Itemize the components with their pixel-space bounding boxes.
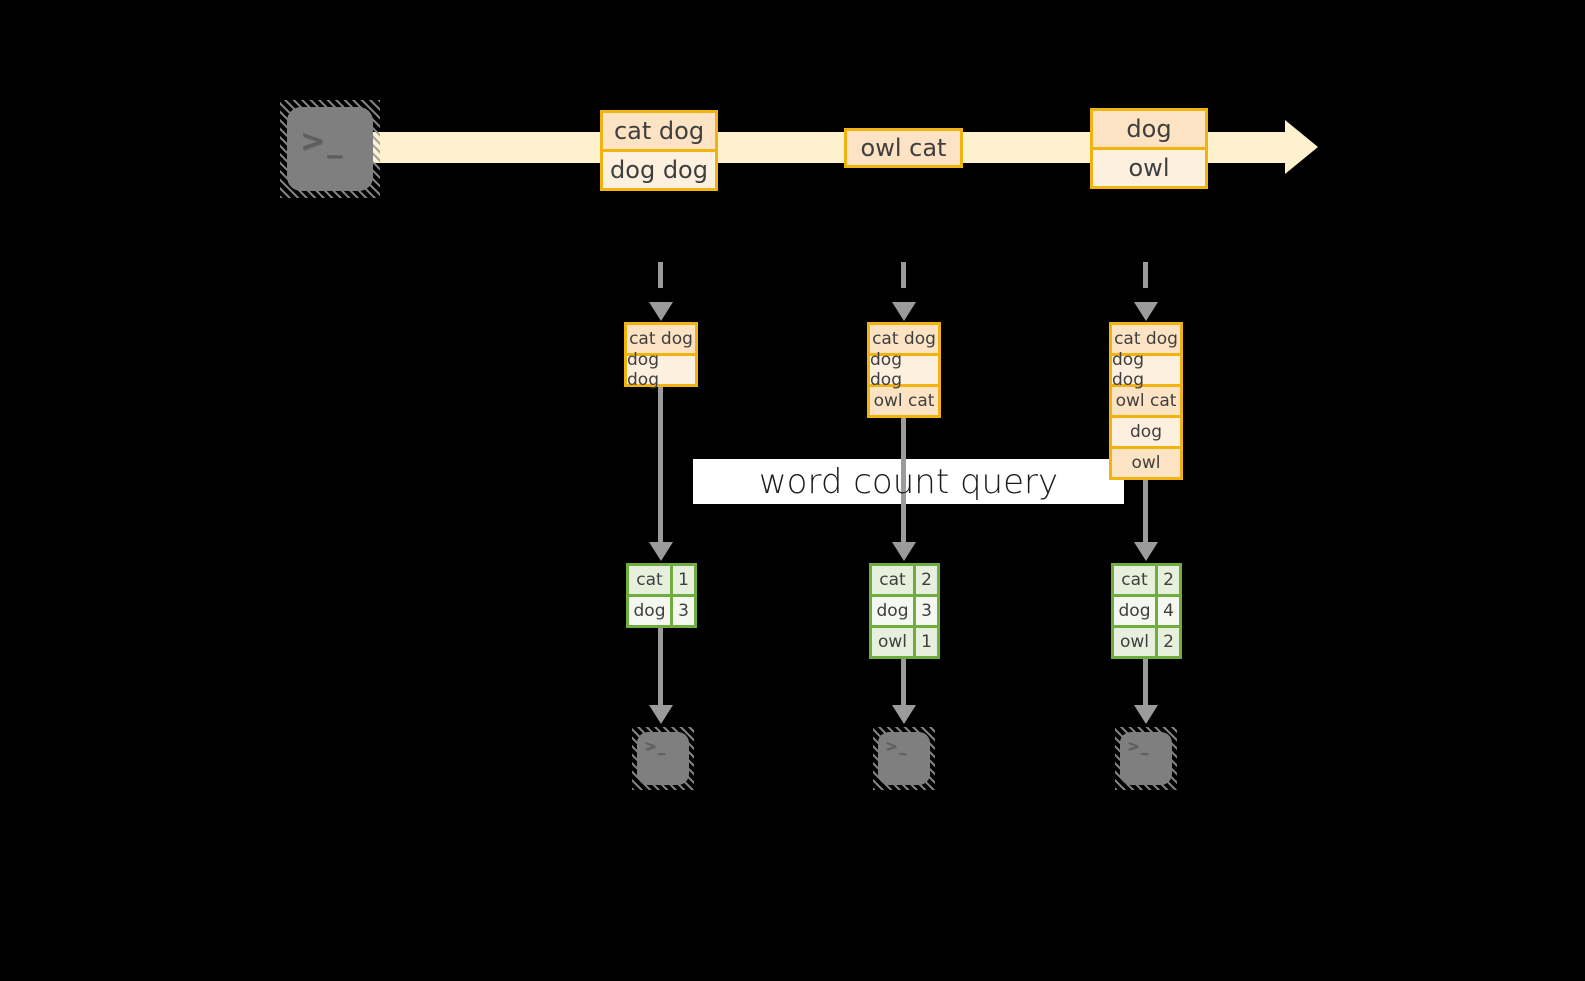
buffer-line: cat dog (1112, 325, 1180, 353)
buffer-line: owl cat (870, 384, 938, 415)
word-cell: cat (629, 566, 670, 594)
word-cell: dog (872, 597, 913, 625)
down-arrowhead-icon (1134, 705, 1158, 724)
count-cell: 3 (913, 597, 937, 625)
down-arrow-line (658, 387, 663, 543)
query-band (693, 459, 1124, 504)
dashed-arrowhead-icon (649, 302, 673, 321)
count-table-1: cat 1 dog 3 (626, 563, 697, 628)
event-line: dog dog (603, 149, 715, 188)
down-arrowhead-icon (892, 705, 916, 724)
terminal-prompt-icon: >_ (644, 737, 667, 755)
terminal-sink-icon-2: >_ (873, 727, 935, 790)
table-row: dog 4 (1114, 594, 1179, 625)
dashed-arrow-segment (1143, 262, 1148, 288)
terminal-prompt-icon: >_ (1127, 737, 1150, 755)
word-cell: cat (872, 566, 913, 594)
word-cell: dog (629, 597, 670, 625)
count-cell: 2 (913, 566, 937, 594)
stream-event-box-2: owl cat (844, 128, 963, 168)
buffer-line: dog dog (1112, 350, 1180, 390)
count-cell: 3 (670, 597, 694, 625)
count-cell: 1 (670, 566, 694, 594)
buffer-stack-2: cat dog dog dog owl cat (867, 322, 941, 418)
buffer-stack-3: cat dog dog dog owl cat dog owl (1109, 322, 1183, 480)
count-table-2: cat 2 dog 3 owl 1 (869, 563, 940, 659)
event-line: owl (1093, 147, 1205, 186)
word-cell: owl (1114, 628, 1155, 656)
down-arrow-line (1143, 659, 1148, 706)
down-arrowhead-icon (649, 542, 673, 561)
terminal-body (637, 732, 689, 785)
table-row: owl 2 (1114, 625, 1179, 656)
dashed-arrow-segment (658, 262, 663, 288)
terminal-body (287, 107, 373, 191)
count-cell: 1 (913, 628, 937, 656)
table-row: cat 2 (1114, 566, 1179, 594)
dashed-arrowhead-icon (892, 302, 916, 321)
event-line: owl cat (847, 131, 960, 165)
table-row: owl 1 (872, 625, 937, 656)
down-arrowhead-icon (1134, 542, 1158, 561)
count-cell: 4 (1155, 597, 1179, 625)
buffer-stack-1: cat dog dog dog (624, 322, 698, 390)
terminal-prompt-icon: >_ (300, 124, 345, 159)
count-cell: 2 (1155, 628, 1179, 656)
down-arrowhead-icon (892, 542, 916, 561)
table-row: cat 1 (629, 566, 694, 594)
count-table-3: cat 2 dog 4 owl 2 (1111, 563, 1182, 659)
terminal-prompt-icon: >_ (885, 737, 908, 755)
down-arrow-line (658, 628, 663, 706)
word-cell: cat (1114, 566, 1155, 594)
word-cell: owl (872, 628, 913, 656)
terminal-sink-icon-1: >_ (632, 727, 694, 790)
terminal-source-icon: >_ (280, 100, 380, 198)
query-label: word count query (758, 461, 1059, 502)
stream-arrowhead-icon (1285, 120, 1318, 174)
down-arrow-line (901, 659, 906, 706)
buffer-line: cat dog (870, 325, 938, 353)
table-row: dog 3 (872, 594, 937, 625)
event-line: dog (1093, 111, 1205, 147)
dashed-arrow-segment (901, 262, 906, 288)
count-cell: 2 (1155, 566, 1179, 594)
buffer-line: dog (1112, 415, 1180, 446)
down-arrow-line (1143, 480, 1148, 543)
table-row: dog 3 (629, 594, 694, 625)
terminal-body (878, 732, 930, 785)
stream-event-box-3: dog owl (1090, 108, 1208, 189)
down-arrow-line (901, 418, 906, 543)
dashed-arrowhead-icon (1134, 302, 1158, 321)
table-row: cat 2 (872, 566, 937, 594)
word-cell: dog (1114, 597, 1155, 625)
buffer-line: owl cat (1112, 384, 1180, 415)
terminal-sink-icon-3: >_ (1115, 727, 1177, 790)
terminal-body (1120, 732, 1172, 785)
buffer-line: cat dog (627, 325, 695, 353)
down-arrowhead-icon (649, 705, 673, 724)
event-line: cat dog (603, 113, 715, 149)
buffer-line: dog dog (627, 350, 695, 390)
buffer-line: owl (1112, 446, 1180, 477)
stream-event-box-1: cat dog dog dog (600, 110, 718, 191)
buffer-line: dog dog (870, 350, 938, 390)
